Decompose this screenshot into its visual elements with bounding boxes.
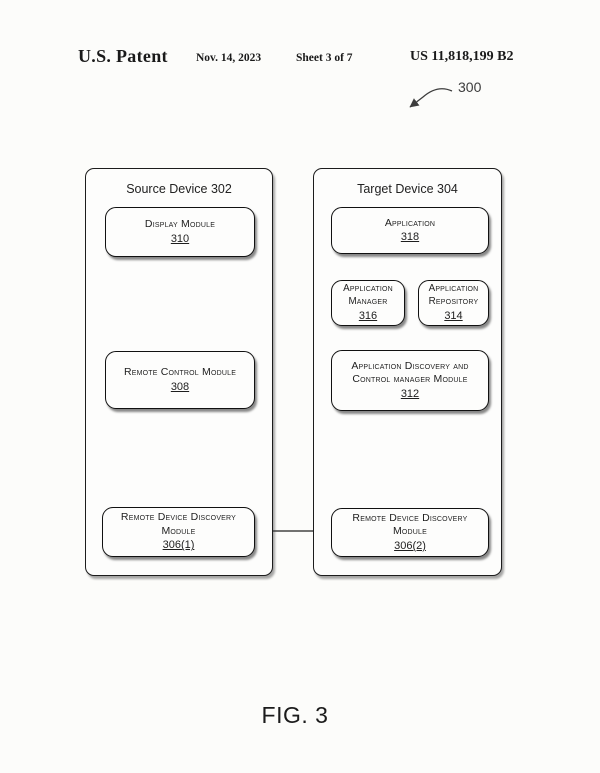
sheet-number: Sheet 3 of 7 bbox=[296, 52, 353, 64]
module-application-repository-314: Application Repository 314 bbox=[418, 280, 489, 326]
module-number: 310 bbox=[170, 232, 190, 245]
module-remote-control-308: Remote Control Module 308 bbox=[105, 351, 255, 409]
module-number: 318 bbox=[400, 231, 420, 244]
module-display-310: Display Module 310 bbox=[105, 207, 255, 257]
module-label: Remote Device Discovery Module bbox=[120, 511, 237, 537]
target-device-title: Target Device 304 bbox=[357, 182, 458, 196]
module-label: Application bbox=[384, 216, 436, 229]
figure-reference-number: 300 bbox=[458, 79, 482, 95]
module-remote-device-discovery-306-2: Remote Device Discovery Module 306(2) bbox=[331, 508, 489, 557]
module-label: Remote Control Module bbox=[123, 366, 237, 379]
module-remote-device-discovery-306-1: Remote Device Discovery Module 306(1) bbox=[102, 507, 255, 557]
module-number: 306(1) bbox=[162, 539, 195, 552]
reference-leader-arrow bbox=[409, 88, 453, 108]
module-number: 308 bbox=[170, 380, 190, 393]
module-label: Application Repository bbox=[428, 283, 479, 307]
module-number: 306(2) bbox=[394, 539, 426, 552]
module-application-318: Application 318 bbox=[331, 207, 489, 254]
module-number: 312 bbox=[400, 387, 420, 400]
patent-label: U.S. Patent bbox=[78, 46, 168, 66]
module-label: Remote Device Discovery Module bbox=[352, 511, 468, 538]
module-label: Application Manager bbox=[343, 283, 393, 307]
source-device-title: Source Device 302 bbox=[126, 182, 232, 196]
source-device-container: Source Device 302 Display Module 310 Rem… bbox=[85, 168, 273, 576]
module-number: 316 bbox=[358, 309, 378, 322]
module-app-discovery-control-manager-312: Application Discovery and Control manage… bbox=[331, 350, 489, 411]
module-number: 314 bbox=[444, 309, 463, 322]
patent-number: US 11,818,199 B2 bbox=[410, 49, 514, 64]
figure-caption: FIG. 3 bbox=[261, 702, 329, 728]
target-device-container: Target Device 304 Application 318 Applic… bbox=[313, 168, 502, 576]
module-label: Application Discovery and Control manage… bbox=[351, 359, 469, 386]
module-application-manager-316: Application Manager 316 bbox=[331, 280, 405, 326]
patent-date: Nov. 14, 2023 bbox=[196, 52, 262, 64]
module-label: Display Module bbox=[144, 218, 216, 231]
